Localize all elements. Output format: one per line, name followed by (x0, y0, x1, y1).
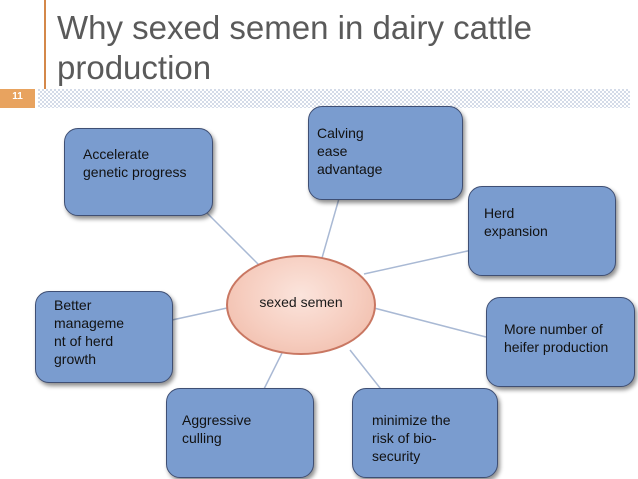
node-calving-label: Calving ease advantage (317, 125, 383, 177)
node-management-label: Better manageme nt of herd growth (54, 297, 125, 367)
connector-management (171, 307, 228, 321)
node-culling-label: Aggressive culling (182, 412, 252, 446)
node-biosecurity (352, 388, 498, 478)
slide-number-badge (0, 89, 35, 108)
header-band (38, 89, 630, 108)
node-herd (468, 186, 616, 276)
node-accelerate (64, 128, 213, 216)
connector-accelerate (199, 205, 261, 267)
node-heifer-label: More number of heifer production (504, 321, 609, 355)
center-node (226, 255, 376, 355)
connector-culling (261, 352, 283, 394)
node-heifer (486, 297, 635, 387)
node-calving (308, 106, 463, 200)
connector-calving (321, 194, 341, 259)
node-herd-label: Herd expansion (484, 205, 548, 239)
slide-number: 11 (12, 91, 23, 102)
connector-herd (363, 249, 473, 275)
header-accent-line (44, 0, 46, 90)
connector-heifer (373, 307, 487, 338)
node-accelerate-label: Accelerate genetic progress (83, 146, 187, 180)
connector-biosecurity (349, 349, 385, 394)
node-management (35, 291, 173, 383)
node-biosecurity-label: minimize the risk of bio- security (372, 412, 451, 464)
node-culling (166, 388, 314, 478)
center-node-label: sexed semen (259, 294, 343, 310)
slide-title: Why sexed semen in dairy cattle producti… (57, 9, 533, 86)
